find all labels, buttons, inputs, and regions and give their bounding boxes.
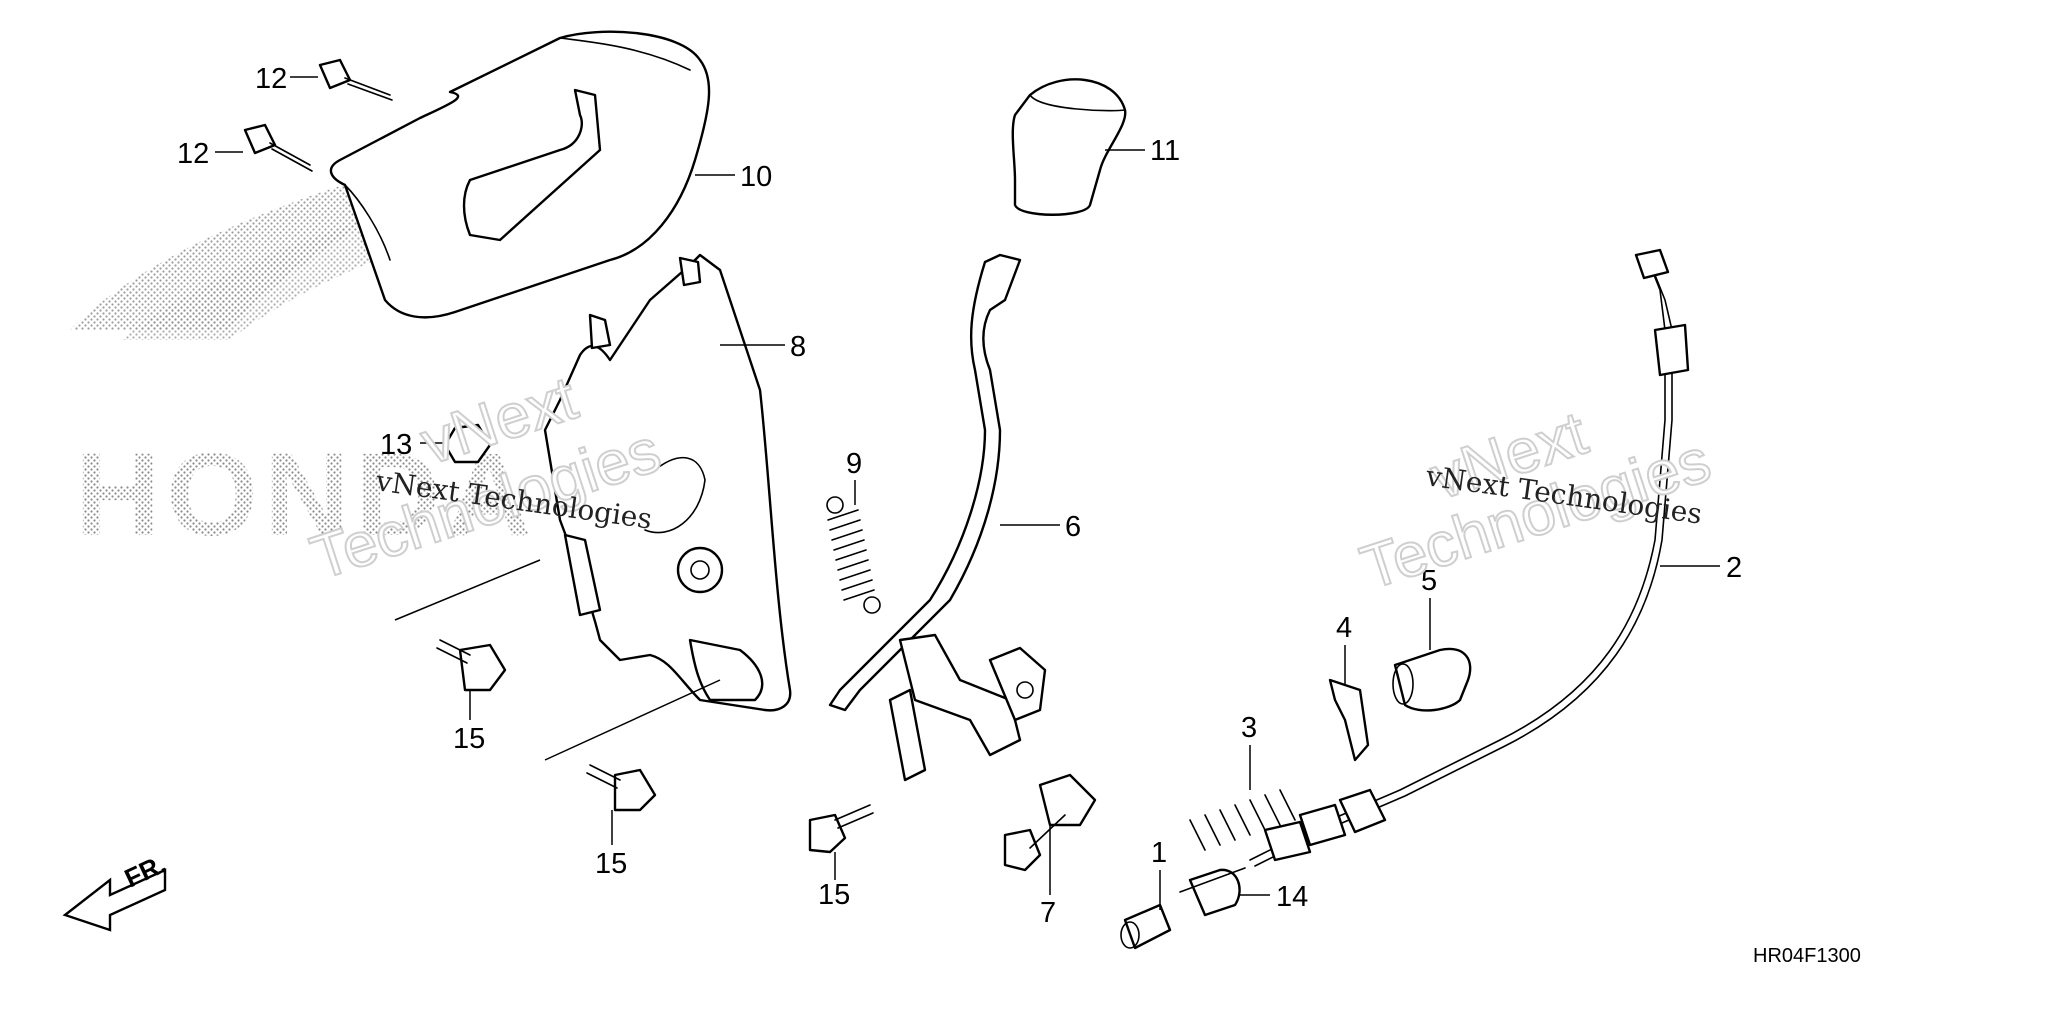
cable-assembly [1120, 248, 1690, 950]
diagram-code: HR04F1300 [1753, 945, 1861, 967]
part-11-knob [1011, 78, 1127, 216]
callout-7: 7 [1040, 897, 1056, 929]
callout-5: 5 [1421, 565, 1437, 597]
callout-6: 6 [1065, 511, 1081, 543]
callout-13: 13 [380, 429, 412, 461]
callout-8: 8 [790, 331, 806, 363]
callout-15-left: 15 [453, 723, 485, 755]
callout-10: 10 [740, 161, 772, 193]
front-direction-indicator: FR. [62, 849, 171, 932]
callout-15-right: 15 [818, 879, 850, 911]
callout-11: 11 [1150, 135, 1180, 167]
callout-4: 4 [1336, 612, 1352, 644]
callout-9: 9 [846, 448, 862, 480]
callout-12-upper: 12 [255, 63, 287, 95]
callout-2: 2 [1726, 552, 1742, 584]
part-9-spring [826, 496, 881, 614]
part-8-bracket [543, 253, 792, 712]
callout-1: 1 [1151, 837, 1167, 869]
part-10-cover [329, 30, 711, 319]
bolts-and-nuts [243, 58, 1097, 872]
leader-lines [215, 76, 1720, 910]
callout-14: 14 [1276, 881, 1308, 913]
front-arrow-icon [62, 868, 167, 932]
callout-labels: 12 12 10 11 8 6 9 13 15 15 15 7 2 3 4 5 … [177, 63, 1742, 929]
callout-12-lower: 12 [177, 138, 209, 170]
callout-3: 3 [1241, 712, 1257, 744]
part-6-lever [828, 253, 1047, 782]
callout-15-middle: 15 [595, 848, 627, 880]
